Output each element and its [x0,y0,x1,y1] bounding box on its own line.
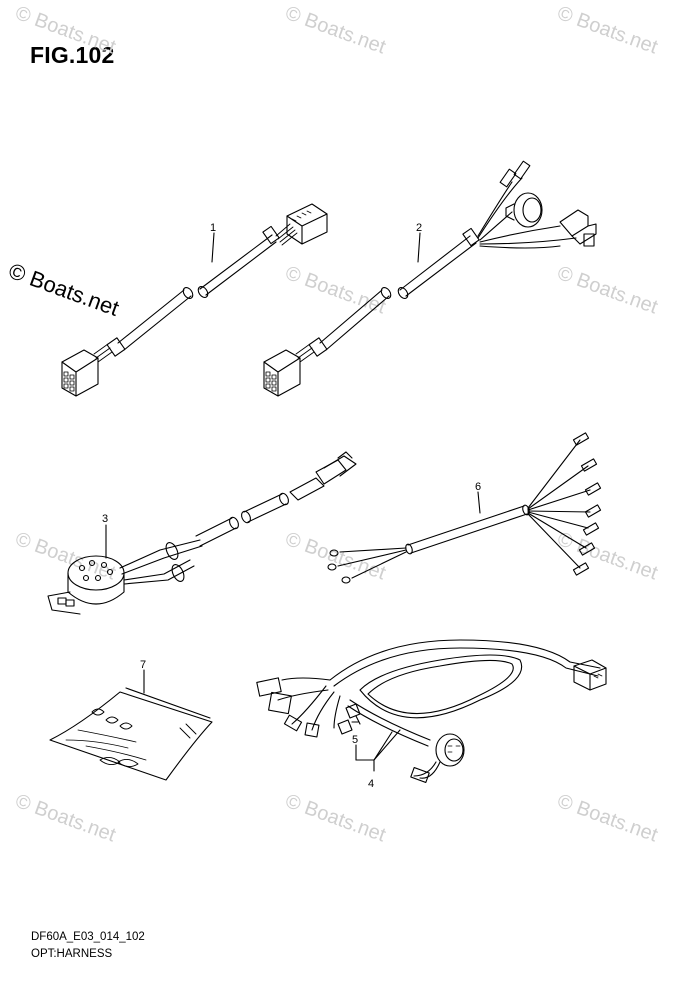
part-6-lead-wires: 6 [327,432,602,584]
part-7-bag: 7 [49,659,213,781]
figure-title: FIG.102 [30,42,115,68]
part-3-ref: 3 [102,513,108,525]
drawing-caption: OPT:HARNESS [31,948,113,960]
part-4-ref: 4 [368,778,374,790]
part-3-sensor: 3 [47,451,357,615]
part-5-fuse: 5 [351,715,401,772]
part-1-ref: 1 [210,222,216,234]
part-5-ref: 5 [352,734,358,746]
part-6-ref: 6 [475,481,481,493]
drawing-code: DF60A_E03_014_102 [31,931,145,943]
part-4-harness: 4 [256,639,607,790]
part-1-harness: 1 [61,203,328,397]
part-2-harness: 2 [263,160,597,397]
part-7-ref: 7 [140,659,146,671]
part-2-ref: 2 [416,222,422,234]
